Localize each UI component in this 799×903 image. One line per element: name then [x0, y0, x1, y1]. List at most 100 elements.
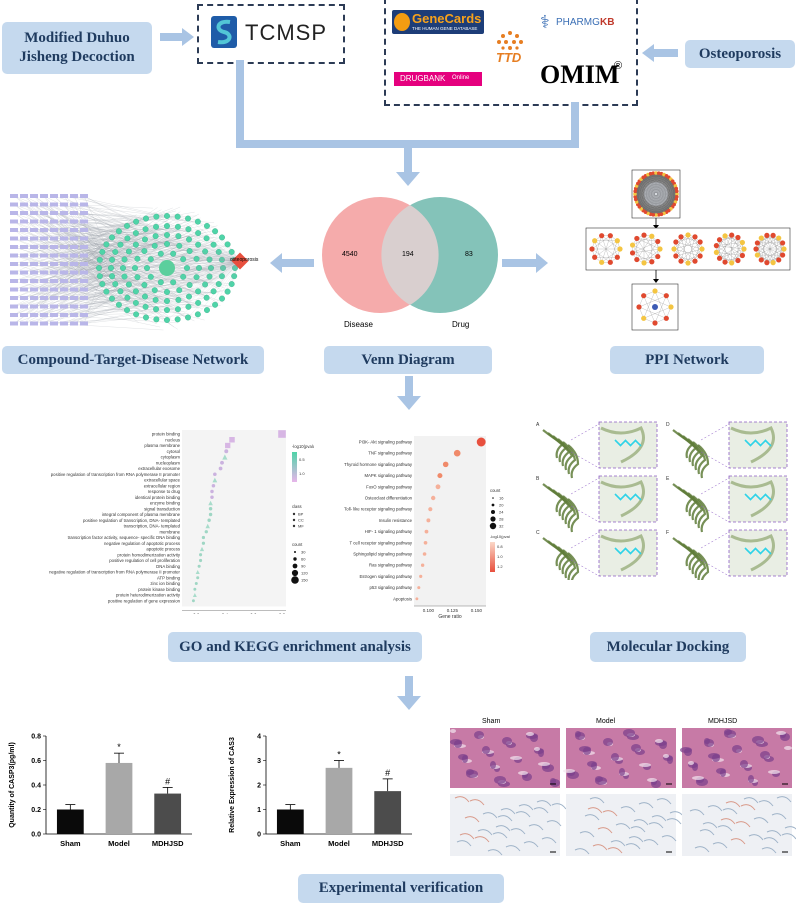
kegg-point — [415, 597, 419, 601]
ihc-texture — [528, 824, 544, 831]
ppi-cluster-edge — [594, 235, 602, 258]
target-node — [121, 256, 128, 263]
network-edge — [83, 284, 208, 316]
go-legend-color-title: -log10(pvalue) — [292, 444, 318, 449]
target-node — [96, 273, 103, 280]
venn-left-value: 4540 — [342, 251, 358, 258]
target-node — [185, 226, 192, 233]
target-node — [132, 299, 139, 306]
ligand-bond — [634, 547, 642, 555]
tcmsp-text: TCMSP — [245, 20, 327, 45]
compound-node — [20, 219, 28, 224]
ihc-texture — [533, 807, 549, 814]
kegg-point — [437, 473, 443, 479]
ihc-texture — [689, 809, 705, 816]
ppi-cluster-edge — [687, 234, 696, 262]
go-point — [199, 558, 203, 563]
ppi-cluster-node — [589, 246, 595, 252]
compound-node — [30, 202, 38, 207]
kegg-plot-area — [414, 436, 486, 606]
ihc-texture — [748, 834, 764, 841]
ppi-cluster-node — [692, 234, 698, 240]
target-node — [194, 218, 201, 225]
kegg-term-label: MAPK signaling pathway — [364, 473, 412, 478]
kegg-x-tick: 0.125 — [447, 608, 459, 613]
network-edge — [43, 212, 155, 228]
go-class-marker — [292, 512, 296, 516]
genecards-text: GeneCards — [412, 11, 482, 26]
ppi-cluster-node — [649, 233, 655, 239]
protein-ribbon — [697, 444, 710, 479]
he-texture — [716, 768, 726, 774]
ppi-cluster-node — [697, 239, 703, 245]
network-edge — [63, 295, 157, 316]
compound-node — [10, 279, 18, 283]
ppi-cluster-node — [753, 246, 759, 252]
compound-node — [60, 228, 68, 232]
kegg-color-bar — [490, 542, 495, 572]
network-edge — [83, 272, 155, 321]
zoom-guide — [570, 505, 600, 523]
ihc-texture — [763, 837, 779, 844]
zoom-guide — [570, 451, 600, 469]
network-edge — [155, 236, 241, 262]
kegg-term-label: PI3K- Akt signaling pathway — [359, 440, 413, 445]
network-edge — [33, 263, 103, 288]
target-node — [228, 281, 235, 288]
tcmsp-box: TCMSP — [197, 4, 345, 64]
ppi-cluster-node — [641, 260, 647, 266]
compound-node — [10, 245, 18, 249]
ihc-texture — [579, 831, 595, 838]
cas3-x-tick: Sham — [280, 839, 301, 848]
compound-node — [40, 262, 48, 266]
ihc-texture — [735, 821, 751, 828]
network-edge — [166, 234, 241, 262]
kegg-x-tick: 0.100 — [423, 608, 435, 613]
compound-node — [60, 296, 68, 300]
pharmgkb-helix-icon: ⚕ — [540, 12, 550, 32]
compound-node — [60, 279, 68, 283]
ppi-cluster-edge — [610, 235, 618, 258]
compound-node — [10, 211, 18, 215]
casp3-significance: # — [165, 776, 170, 786]
go-term-label: plasma membrane — [144, 443, 180, 448]
target-node — [115, 301, 122, 308]
ihc-texture — [707, 805, 723, 812]
compound-node — [30, 321, 38, 326]
ihc-texture — [615, 823, 631, 830]
ppi-hub-node — [652, 320, 658, 326]
kegg-term-label: Apoptosis — [393, 596, 412, 601]
ppi-arrow-2-head — [653, 279, 659, 283]
ppi-cluster-edge — [601, 248, 621, 263]
ihc-texture — [497, 815, 513, 822]
go-class-marker — [292, 518, 296, 522]
ppi-cluster-edge — [673, 248, 701, 257]
cas3-y-tick: 4 — [257, 734, 261, 741]
he-texture — [655, 739, 663, 743]
zoom-ribbon — [730, 479, 775, 518]
go-point — [278, 430, 286, 438]
docking-panel-label: F — [666, 530, 669, 536]
ppi-cluster-edge — [680, 241, 701, 262]
network-edge — [183, 259, 241, 262]
compound-node — [40, 321, 48, 326]
compound-node — [20, 262, 28, 266]
compound-node — [60, 313, 68, 317]
ppi-cluster-node — [685, 232, 691, 238]
ppi-cluster-edge — [675, 241, 696, 262]
kegg-point — [423, 540, 428, 545]
go-count-label: 90 — [301, 564, 306, 569]
ppi-cluster-node — [685, 260, 691, 266]
compound-node — [80, 194, 88, 198]
compound-node — [50, 228, 58, 232]
target-node — [176, 242, 183, 249]
zoom-guide — [570, 477, 600, 495]
histology-col-mdhjsd: MDHJSD — [708, 718, 738, 725]
ppi-cluster-node — [678, 258, 684, 264]
network-edge — [83, 206, 181, 248]
ppi-cluster-edge — [725, 235, 743, 243]
